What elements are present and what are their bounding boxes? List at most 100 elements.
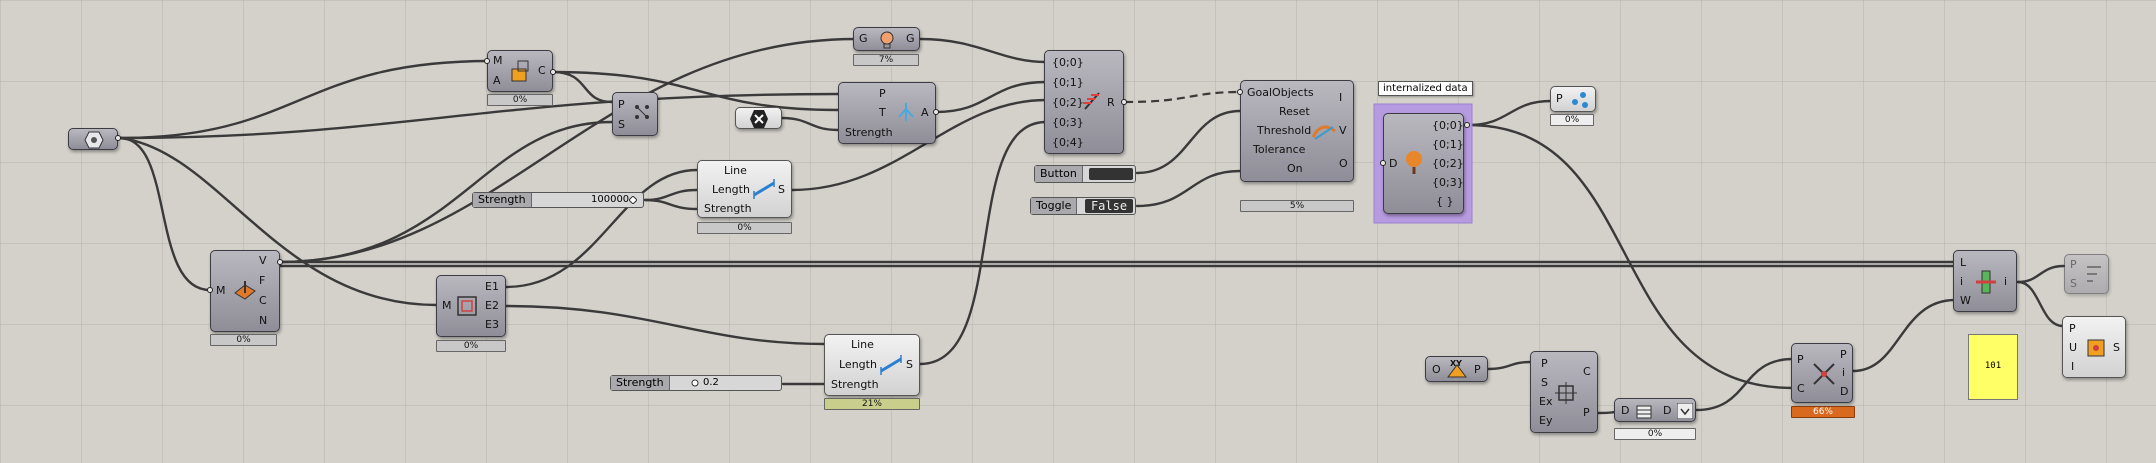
wire bbox=[1486, 360, 1532, 371]
input-label: Strength bbox=[704, 202, 752, 215]
slider-value: 100000 bbox=[591, 194, 630, 205]
tree-icon bbox=[1406, 151, 1422, 174]
strength-slider[interactable]: Strength 100000 bbox=[472, 192, 644, 208]
input-port[interactable] bbox=[1237, 89, 1243, 95]
output-label: C bbox=[259, 294, 267, 307]
input-label: Ey bbox=[1539, 414, 1553, 427]
progress-bar: 21% bbox=[824, 398, 920, 410]
wire-dashed bbox=[1124, 90, 1241, 104]
closest-point-icon bbox=[1813, 363, 1835, 385]
slider-handle-icon[interactable] bbox=[629, 196, 637, 204]
data-dam-icon bbox=[1636, 405, 1652, 419]
input-port[interactable] bbox=[1380, 160, 1386, 166]
progress-bar: 5% bbox=[1240, 200, 1354, 212]
plane-badge: XY bbox=[1450, 359, 1462, 368]
anchor-component[interactable]: P S bbox=[612, 92, 658, 136]
output-port[interactable] bbox=[277, 259, 283, 265]
points-icon bbox=[1572, 92, 1588, 108]
area-component[interactable]: M A C bbox=[487, 50, 553, 92]
params-hub[interactable] bbox=[68, 128, 118, 150]
sub-points-component[interactable]: P U I S bbox=[2062, 316, 2126, 378]
input-label: P bbox=[1541, 357, 1548, 370]
input-port[interactable] bbox=[484, 58, 490, 64]
progress-bar: 0% bbox=[436, 340, 506, 352]
input-label: {0;0} bbox=[1052, 56, 1084, 69]
points-component[interactable]: P bbox=[1550, 86, 1596, 112]
output-label: E2 bbox=[485, 299, 499, 312]
output-label: {0;2} bbox=[1432, 157, 1464, 170]
chevron-down-icon[interactable] bbox=[1677, 403, 1693, 419]
output-label: C bbox=[1583, 365, 1591, 378]
input-label: Strength bbox=[831, 378, 879, 391]
mesh-topology-component[interactable]: M V F C N bbox=[210, 250, 280, 332]
list-sort-component[interactable]: P S bbox=[2064, 254, 2109, 294]
output-label: O bbox=[1339, 157, 1348, 170]
area-icon bbox=[511, 60, 529, 82]
wire bbox=[504, 304, 826, 346]
data-dam-component[interactable]: D D bbox=[1614, 398, 1696, 422]
input-label: P bbox=[618, 98, 625, 111]
output-label: {0;3} bbox=[1432, 176, 1464, 189]
wire bbox=[918, 120, 1048, 366]
list-item-component[interactable]: L i W i bbox=[1953, 250, 2017, 312]
output-label: {0;0} bbox=[1432, 119, 1464, 132]
progress-bar: 0% bbox=[487, 94, 553, 106]
output-label: S bbox=[778, 183, 785, 196]
rectangle-component[interactable]: P S Ex Ey C P bbox=[1530, 351, 1598, 433]
wire bbox=[1466, 123, 1795, 390]
list-sort-icon bbox=[2087, 266, 2101, 282]
wire bbox=[2016, 264, 2066, 284]
length-goal-component[interactable]: Line Length Strength S bbox=[697, 160, 792, 218]
input-label: D bbox=[1621, 404, 1630, 417]
input-label: Tolerance bbox=[1253, 143, 1306, 156]
merge-component[interactable]: {0;0} {0;1} {0;2} {0;3} {0;4} R bbox=[1044, 50, 1124, 154]
input-label: M bbox=[216, 284, 226, 297]
slider-handle-icon[interactable] bbox=[691, 379, 699, 387]
output-port[interactable] bbox=[933, 109, 939, 115]
toggle-component[interactable]: Toggle False bbox=[1030, 197, 1136, 215]
input-label: D bbox=[1389, 157, 1398, 170]
input-label: Length bbox=[839, 358, 877, 371]
output-port[interactable] bbox=[550, 69, 556, 75]
strength-slider[interactable]: Strength 0.2 bbox=[610, 375, 782, 391]
wire bbox=[1135, 109, 1242, 175]
input-label: {0;4} bbox=[1052, 136, 1084, 149]
close-param[interactable] bbox=[735, 107, 782, 129]
kangaroo-solver-component[interactable]: GoalObjects Reset Threshold Tolerance On… bbox=[1240, 80, 1354, 182]
output-label: V bbox=[259, 254, 267, 267]
wire bbox=[1694, 357, 1795, 412]
output-label: E1 bbox=[485, 280, 499, 293]
progress-bar: 0% bbox=[1614, 428, 1696, 440]
anchor-icon bbox=[635, 105, 649, 119]
angle-component[interactable]: P T Strength A bbox=[838, 82, 936, 144]
toggle-value[interactable]: False bbox=[1085, 199, 1133, 213]
bulb-component[interactable]: G G bbox=[853, 27, 920, 51]
input-label: Reset bbox=[1279, 105, 1310, 118]
wire bbox=[504, 168, 699, 289]
button-face[interactable] bbox=[1089, 168, 1133, 180]
input-label: U bbox=[2069, 341, 2078, 354]
closest-point-component[interactable]: P C P i D bbox=[1791, 343, 1853, 403]
input-port[interactable] bbox=[207, 287, 213, 293]
button-component[interactable]: Button bbox=[1034, 165, 1136, 183]
wire bbox=[118, 136, 212, 292]
input-label: GoalObjects bbox=[1247, 86, 1314, 99]
wire bbox=[118, 59, 492, 140]
output-port[interactable] bbox=[1121, 99, 1127, 105]
xy-plane-component[interactable]: O P XY bbox=[1425, 356, 1488, 382]
output-port[interactable] bbox=[115, 135, 121, 141]
wire bbox=[1135, 169, 1242, 208]
output-port[interactable] bbox=[1464, 122, 1470, 128]
mesh-edges-component[interactable]: M E1 E2 E3 bbox=[436, 275, 506, 337]
yellow-panel[interactable]: 101 bbox=[1968, 334, 2018, 400]
output-label: E3 bbox=[485, 318, 499, 331]
wire bbox=[2016, 280, 2065, 328]
wire bbox=[118, 92, 840, 140]
sub-points-icon bbox=[2087, 339, 2105, 357]
wire bbox=[551, 70, 614, 104]
output-label: { } bbox=[1436, 195, 1454, 208]
length-goal-component[interactable]: Line Length Strength S bbox=[824, 334, 920, 396]
data-param-component[interactable]: D {0;0} {0;1} {0;2} {0;3} { } bbox=[1383, 113, 1464, 214]
mesh-edges-icon bbox=[457, 296, 477, 316]
slider-value: 0.2 bbox=[703, 377, 719, 388]
